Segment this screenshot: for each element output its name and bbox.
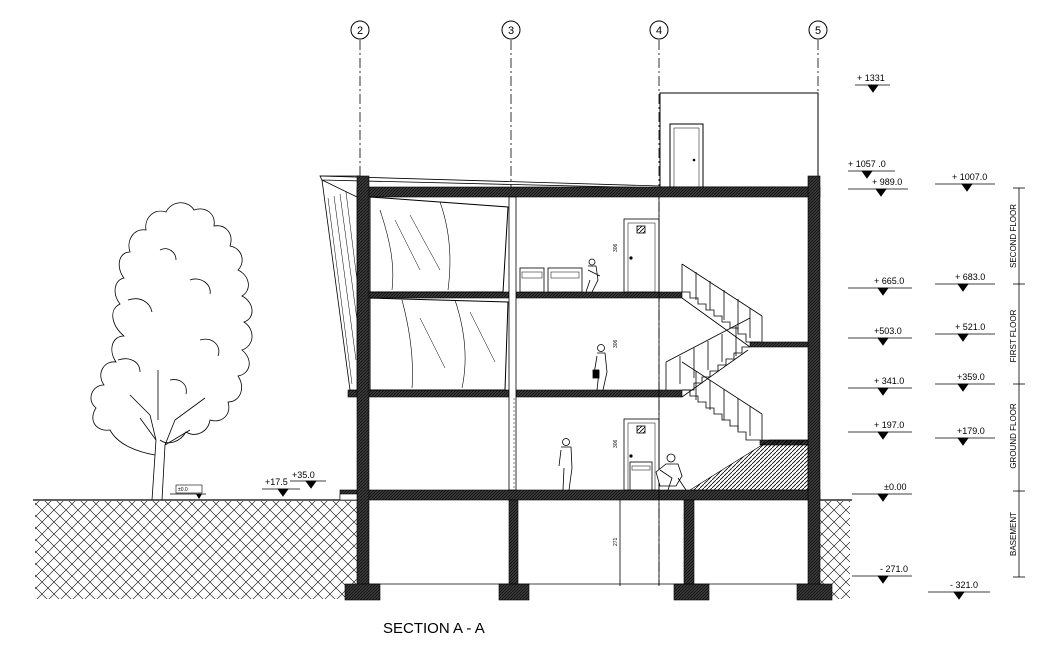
- curtain-wall: [321, 179, 509, 391]
- grid-axis-5: 5: [815, 25, 821, 37]
- level-first-floor: + 341.0: [874, 376, 904, 386]
- level-right-ground-landing: +179.0: [957, 426, 985, 436]
- level-right-first: +359.0: [957, 372, 985, 382]
- grid-axis-3: 3: [508, 25, 514, 37]
- level-ground-landing: + 197.0: [874, 420, 904, 430]
- height-mark-second: 306: [613, 243, 619, 252]
- height-marks: 306 306 306 271: [613, 243, 619, 546]
- level-right-top: + 1007.0: [952, 172, 987, 182]
- level-basement: - 271.0: [880, 564, 908, 574]
- stair-base-hatch: [688, 439, 809, 491]
- level-first-landing: +503.0: [874, 326, 902, 336]
- grid-axis-4: 4: [656, 25, 662, 37]
- level-entry-a: +17.5: [265, 477, 288, 487]
- doors: [513, 197, 660, 586]
- height-mark-ground: 306: [613, 439, 619, 448]
- level-roof-top: + 1331: [857, 73, 885, 83]
- floor-label-basement: BASEMENT: [1009, 512, 1018, 556]
- ground-soil: [33, 499, 852, 599]
- level-labels-right: + 1007.0 + 683.0 + 521.0 +359.0 +179.0 -…: [950, 172, 987, 590]
- height-mark-basement: 271: [613, 537, 619, 546]
- level-markers-left: [262, 84, 912, 584]
- height-mark-first: 306: [613, 339, 619, 348]
- stairs: [665, 263, 763, 441]
- floor-label-bracket: [1013, 187, 1025, 578]
- level-right-first-landing: + 521.0: [955, 322, 985, 332]
- level-right-second: + 683.0: [955, 272, 985, 282]
- level-right-foundation: - 321.0: [950, 580, 978, 590]
- level-parapet: + 1057 .0: [848, 159, 886, 169]
- level-labels-left: + 1331 + 1057 .0 + 989.0 + 665.0 +503.0 …: [265, 73, 908, 574]
- level-second-slab: + 989.0: [872, 177, 902, 187]
- tree: [90, 202, 253, 501]
- grid-axis-2: 2: [357, 25, 363, 37]
- furniture-people: [519, 258, 687, 491]
- floor-label-second: SECOND FLOOR: [1009, 204, 1018, 268]
- floor-label-ground: GROUND FLOOR: [1009, 403, 1018, 469]
- level-second-floor: + 665.0: [874, 276, 904, 286]
- tree-level-marker: ±0.0: [170, 484, 206, 499]
- section-title: SECTION A - A: [383, 620, 485, 637]
- floor-label-first: FIRST FLOOR: [1009, 309, 1018, 362]
- outside-level-label: ±0.0: [178, 487, 188, 493]
- floor-labels: SECOND FLOOR FIRST FLOOR GROUND FLOOR BA…: [1009, 204, 1018, 556]
- level-ground: ±0.00: [884, 482, 906, 492]
- level-entry-b: +35.0: [292, 470, 315, 480]
- level-markers-right: [928, 183, 995, 600]
- building-structure: [319, 92, 833, 601]
